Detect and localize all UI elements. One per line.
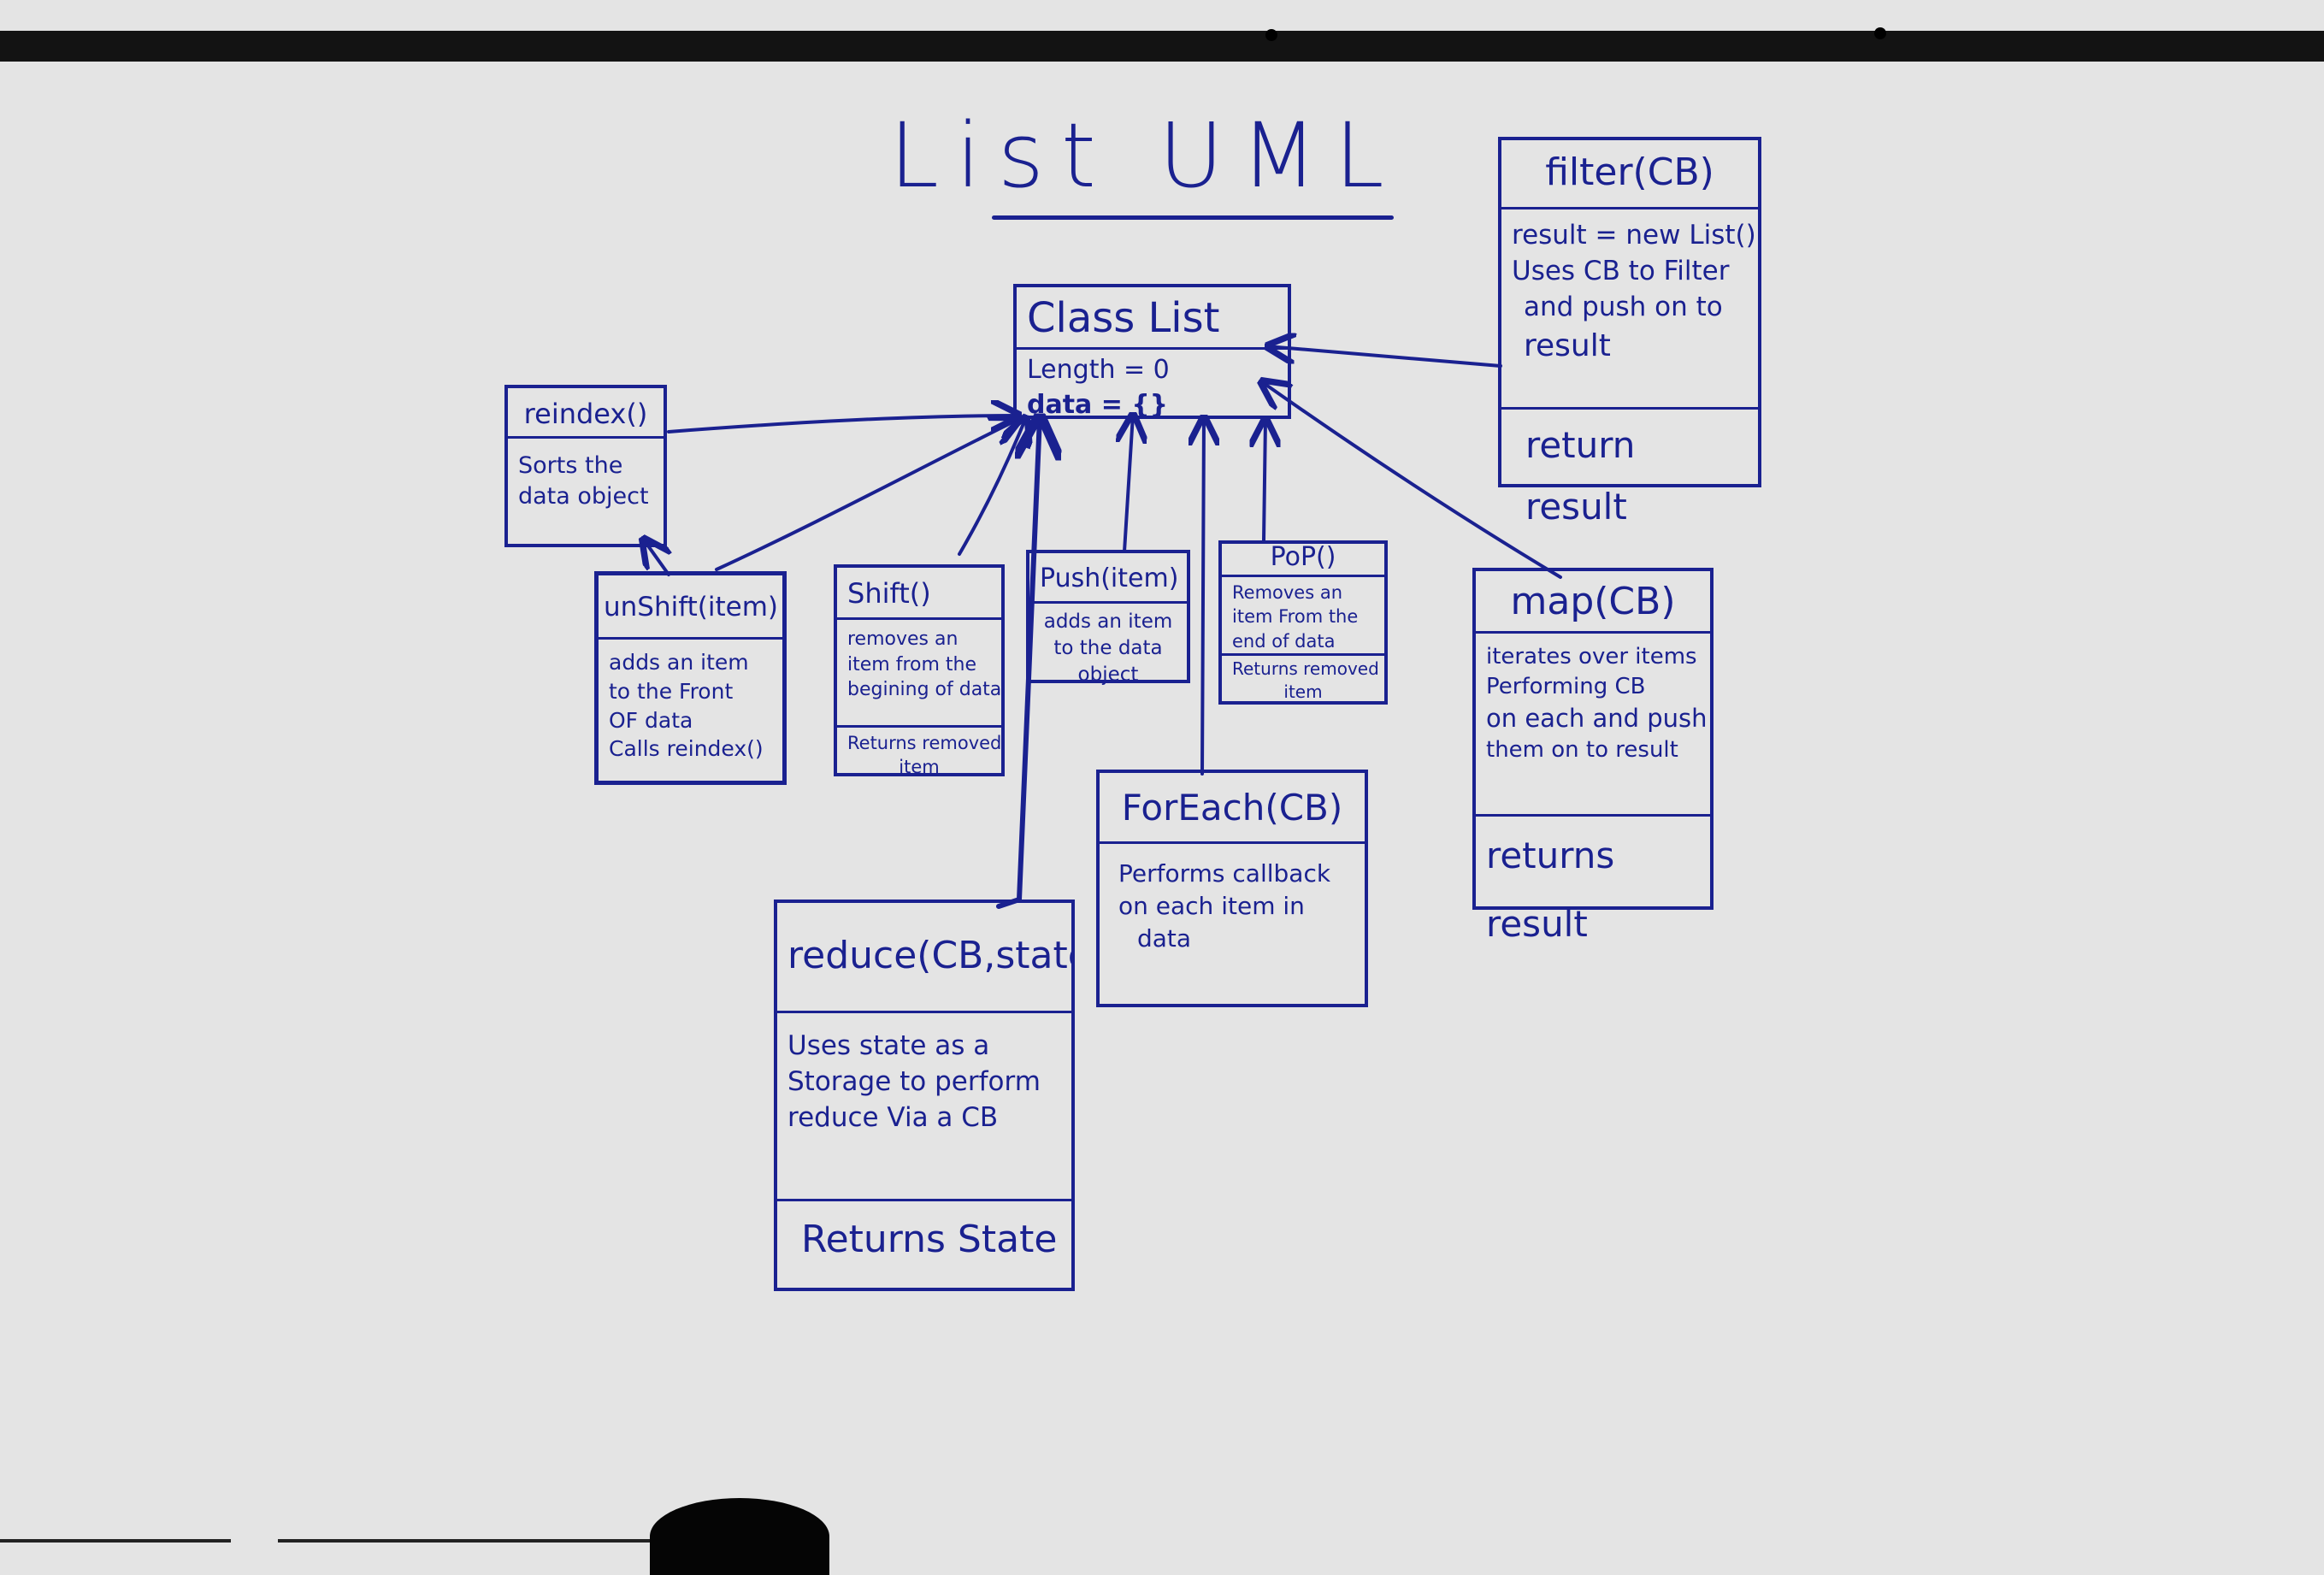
foreach-description: Performs callback on each item in data — [1100, 841, 1365, 959]
class-list-box: Class List Length = 0 data = {} — [1013, 284, 1291, 420]
reindex-method-box: reindex() Sorts the data object — [504, 385, 667, 547]
push-description: adds an item to the data object — [1029, 601, 1187, 693]
foreach-header: ForEach(CB) — [1121, 787, 1343, 829]
filter-line: Uses CB to Filter — [1512, 255, 1730, 286]
shift-line: begining of data — [847, 679, 1002, 701]
reduce-returns: Returns State — [777, 1199, 1071, 1284]
filter-line: result — [1524, 327, 1611, 363]
frame-marker-dot — [1874, 27, 1886, 39]
arrow-foreach-to-class — [1202, 417, 1204, 776]
shift-line: removes an — [847, 628, 959, 650]
arrow-push-to-class — [1124, 415, 1133, 553]
filter-returns: return result — [1501, 407, 1758, 528]
pop-returns-line: item — [1283, 681, 1323, 702]
unshift-line: adds an item — [609, 650, 749, 675]
reduce-method-box: reduce(CB,state) Uses state as a Storage… — [774, 900, 1075, 1291]
reindex-line: Sorts the — [518, 452, 623, 479]
map-line: on each and push — [1486, 704, 1708, 734]
push-method-box: Push(item) adds an item to the data obje… — [1026, 550, 1190, 686]
map-returns: returns result — [1476, 814, 1710, 945]
reduce-line: reduce Via a CB — [787, 1101, 999, 1133]
arrow-map-to-class — [1261, 381, 1562, 579]
unshift-line: OF data — [609, 707, 693, 733]
foreach-line: data — [1137, 923, 1192, 953]
unshift-line: Calls reindex() — [609, 736, 764, 762]
pop-line: Removes an — [1232, 582, 1343, 603]
pop-line: item From the — [1232, 606, 1359, 628]
pop-returns: Returns removed item — [1222, 653, 1384, 709]
title-underline — [992, 215, 1394, 220]
pop-description: Removes an item From the end of data — [1222, 575, 1384, 653]
shift-returns: Returns removed item — [837, 725, 1001, 785]
foreach-method-box: ForEach(CB) Performs callback on each it… — [1096, 770, 1368, 1007]
push-header: Push(item) — [1040, 563, 1179, 593]
filter-line: result = new List() — [1512, 220, 1756, 251]
unshift-line: to the Front — [609, 678, 734, 704]
reindex-header: reindex() — [523, 398, 648, 430]
reindex-description: Sorts the data object — [508, 436, 664, 518]
pop-header: PoP() — [1270, 544, 1336, 572]
foreach-line: Performs callback — [1118, 859, 1331, 888]
push-line: adds an item — [1043, 611, 1173, 633]
whiteboard-top-frame — [0, 27, 2324, 62]
shift-method-box: Shift() removes an item from the beginin… — [834, 564, 1005, 777]
pop-method-box: PoP() Removes an item From the end of da… — [1218, 540, 1388, 705]
arrow-shift-to-class — [958, 417, 1026, 556]
unshift-header: unShift(item) — [604, 592, 778, 622]
push-line: object — [1077, 664, 1139, 687]
diagram-title: List UML — [889, 103, 1401, 208]
shift-line: item from the — [847, 653, 976, 675]
reindex-line: data object — [518, 483, 649, 510]
filter-line: and push on to — [1524, 291, 1723, 322]
map-method-box: map(CB) iterates over items Performing C… — [1472, 568, 1714, 945]
arrow-filter-to-class — [1267, 346, 1502, 368]
arrow-pop-to-class — [1264, 419, 1265, 542]
map-line: iterates over items — [1486, 644, 1697, 670]
map-header: map(CB) — [1510, 580, 1676, 623]
attribute-data: data = {} — [1027, 389, 1169, 420]
shift-returns-line: Returns removed — [847, 733, 1002, 753]
push-line: to the data — [1053, 637, 1163, 660]
unshift-method-box: unShift(item) adds an item to the Front … — [594, 571, 787, 785]
foreach-line: on each item in — [1118, 891, 1305, 920]
reduce-line: Storage to perform — [787, 1065, 1041, 1097]
map-line: Performing CB — [1486, 674, 1646, 700]
reduce-description: Uses state as a Storage to perform reduc… — [777, 1011, 1071, 1199]
pop-returns-line: Returns removed — [1232, 658, 1379, 679]
map-description: iterates over items Performing CB on eac… — [1476, 631, 1710, 814]
class-list-header: Class List — [1027, 294, 1220, 342]
pop-line: end of data — [1232, 630, 1336, 652]
shift-header: Shift() — [847, 577, 931, 610]
reduce-line: Uses state as a — [787, 1030, 990, 1061]
arrow-unshift-to-class — [715, 419, 1019, 571]
filter-header: filter(CB) — [1545, 150, 1714, 194]
unshift-description: adds an item to the Front OF data Calls … — [599, 637, 782, 769]
filter-description: result = new List() Uses CB to Filter an… — [1501, 207, 1758, 407]
foreground-object — [650, 1498, 829, 1575]
frame-marker-dot — [1265, 29, 1277, 41]
floor-edge — [0, 1539, 231, 1543]
attribute-length: Length = 0 — [1027, 355, 1170, 385]
shift-returns-line: item — [899, 757, 940, 778]
arrow-reindex-to-class — [667, 416, 1019, 434]
map-line: them on to result — [1486, 737, 1678, 764]
filter-method-box: filter(CB) result = new List() Uses CB t… — [1498, 137, 1761, 528]
floor-edge — [278, 1539, 654, 1543]
class-list-attributes: Length = 0 data = {} — [1017, 347, 1288, 420]
shift-description: removes an item from the begining of dat… — [837, 617, 1001, 725]
reduce-header: reduce(CB,state) — [787, 934, 1071, 977]
